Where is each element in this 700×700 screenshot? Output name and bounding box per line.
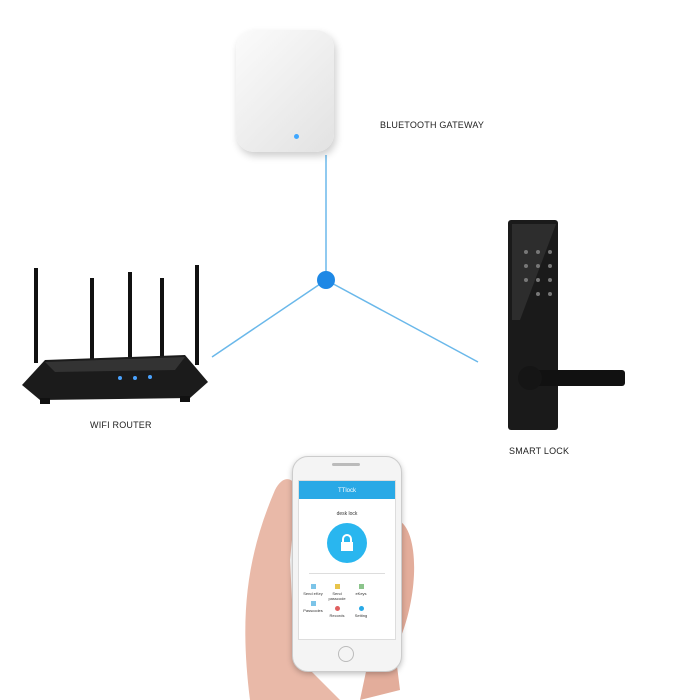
action-setting[interactable]: Setting <box>349 606 373 618</box>
hub-dot <box>317 271 335 289</box>
lock-name: desk lock <box>336 511 358 517</box>
padlock-icon <box>341 534 353 551</box>
action-records[interactable]: Records <box>325 606 349 618</box>
smart-lock <box>508 220 625 430</box>
action-passcodes[interactable]: Passcodes <box>301 601 325 618</box>
lock-label: SMART LOCK <box>509 446 570 456</box>
speaker <box>332 463 360 466</box>
action-grid: Send eKey Send passcode eKeys Passcodes … <box>299 584 395 618</box>
line-router <box>211 279 327 358</box>
router-label: WIFI ROUTER <box>90 420 152 430</box>
status-led-icon <box>294 134 299 139</box>
home-button[interactable] <box>338 646 354 662</box>
action-send-ekey[interactable]: Send eKey <box>301 584 325 601</box>
hand <box>245 479 340 700</box>
app-header: TTlock <box>299 481 395 499</box>
bluetooth-gateway <box>236 30 334 152</box>
action-send-passcode[interactable]: Send passcode <box>325 584 349 601</box>
gateway-label: BLUETOOTH GATEWAY <box>380 120 485 130</box>
unlock-button[interactable] <box>327 523 367 563</box>
line-lock <box>325 279 479 363</box>
action-ekeys[interactable]: eKeys <box>349 584 373 601</box>
app-screen: TTlock desk lock Send eKey Send passcode… <box>298 480 396 640</box>
wifi-router <box>22 265 208 404</box>
